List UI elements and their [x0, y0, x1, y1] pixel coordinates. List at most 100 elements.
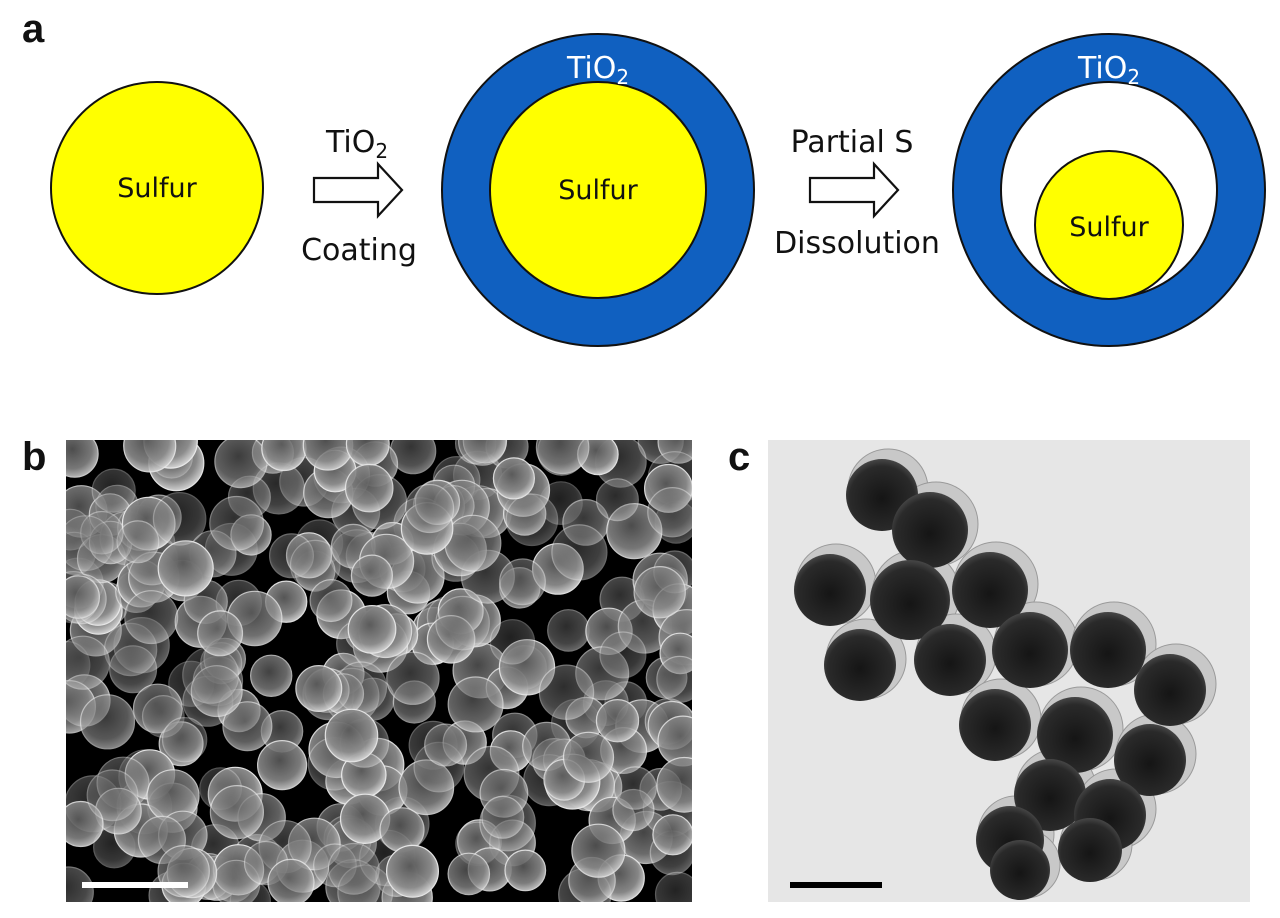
step1-top-label: TiO2 [325, 125, 388, 163]
sem-particle [435, 595, 490, 651]
sem-particle [489, 619, 536, 665]
sem-particle [379, 807, 425, 853]
tem-particle [1070, 612, 1146, 688]
sem-particle [295, 664, 343, 712]
sem-particle [79, 694, 136, 750]
sem-particle-field [66, 440, 692, 902]
tem-particle [1114, 724, 1186, 796]
sem-particle [124, 590, 179, 645]
sem-particle [481, 795, 525, 839]
sem-micrograph [66, 440, 692, 902]
tem-particle [870, 560, 950, 640]
tem-particle-cluster [794, 448, 1217, 900]
sem-particle [504, 849, 547, 892]
sem-particle [324, 708, 379, 763]
sem-particle [613, 766, 657, 810]
sem-particle [551, 524, 608, 581]
sulfur-label-2: Sulfur [558, 175, 638, 206]
sem-particle [347, 605, 397, 654]
sulfur-label-1: Sulfur [117, 173, 197, 204]
panel-label-a: a [22, 7, 45, 51]
sem-particle [209, 495, 265, 551]
panel-label-b: b [22, 435, 46, 479]
sem-particle [652, 814, 692, 856]
sem-particle [267, 858, 315, 902]
step-partial-dissolution: Partial S Dissolution [774, 125, 940, 261]
right-arrow-icon [808, 161, 900, 219]
sem-particle [161, 717, 208, 763]
sem-particle [647, 487, 692, 538]
sulfur-label-3: Sulfur [1069, 212, 1149, 243]
sem-particle [309, 579, 353, 623]
sem-particle [157, 540, 214, 597]
sem-particle [447, 852, 491, 896]
tem-particle [990, 840, 1050, 900]
step2-bottom-label: Dissolution [774, 226, 940, 261]
sem-particle [538, 664, 595, 720]
sem-particle [405, 483, 455, 534]
stage-yolk-shell: TiO2 Sulfur [952, 33, 1266, 347]
sem-particle [562, 731, 615, 783]
sem-particle [66, 440, 99, 478]
tem-particle [1134, 654, 1206, 726]
tem-particle [952, 552, 1028, 628]
sem-particle [599, 631, 647, 679]
step2-top-label: Partial S [791, 125, 914, 160]
sem-particle [66, 866, 94, 902]
sem-particle [222, 701, 273, 752]
scale-bar [790, 882, 882, 888]
sem-particle [66, 800, 104, 848]
tem-particle [794, 554, 866, 626]
sem-particle [571, 823, 626, 878]
sem-particle [116, 520, 160, 564]
sem-particle [91, 468, 136, 513]
scale-bar [82, 882, 188, 888]
sem-particle [595, 478, 639, 522]
sem-particle [66, 575, 101, 619]
sem-particle [386, 651, 440, 705]
sem-particle [458, 440, 507, 466]
sem-particle [499, 558, 546, 606]
sem-particle [492, 457, 536, 500]
sem-particle [257, 739, 308, 791]
sem-particle [250, 654, 293, 698]
sulfur-core [489, 81, 707, 299]
sem-particle [261, 440, 307, 472]
step1-bottom-label: Coating [301, 233, 417, 268]
sem-particle [66, 635, 110, 690]
shell-label-3: TiO2 [1077, 51, 1140, 89]
sem-particle [344, 463, 394, 513]
right-arrow-icon [312, 161, 404, 219]
sem-particle [152, 491, 207, 546]
sulfur-core [50, 81, 264, 295]
stage-sulfur-particle: Sulfur [50, 81, 264, 295]
sem-particle [386, 844, 440, 898]
sem-particle [214, 440, 268, 489]
sem-particle [123, 440, 177, 473]
sem-particle [633, 566, 686, 619]
sem-particle [654, 871, 692, 902]
sem-particle [447, 676, 504, 733]
sem-particle [345, 440, 390, 467]
tem-particle [892, 492, 968, 568]
panel-label-c: c [728, 435, 750, 479]
tem-micrograph [768, 440, 1250, 902]
sem-particle [182, 646, 240, 704]
shell-label-2: TiO2 [566, 51, 629, 89]
sem-particle [302, 440, 354, 471]
sem-particle [656, 655, 692, 703]
tem-particle [1058, 818, 1122, 882]
sem-particle [66, 515, 114, 571]
sem-particle [595, 699, 640, 743]
sem-particle [505, 493, 559, 547]
tem-particle [1014, 759, 1086, 831]
tem-particle [824, 629, 896, 701]
sem-particle [209, 784, 264, 840]
tem-particle [959, 689, 1031, 761]
sem-particle [350, 554, 393, 597]
sem-particle [157, 845, 210, 898]
stage-core-shell: TiO2 Sulfur [441, 33, 755, 347]
sem-particle [424, 723, 468, 767]
sem-particle [656, 756, 692, 813]
